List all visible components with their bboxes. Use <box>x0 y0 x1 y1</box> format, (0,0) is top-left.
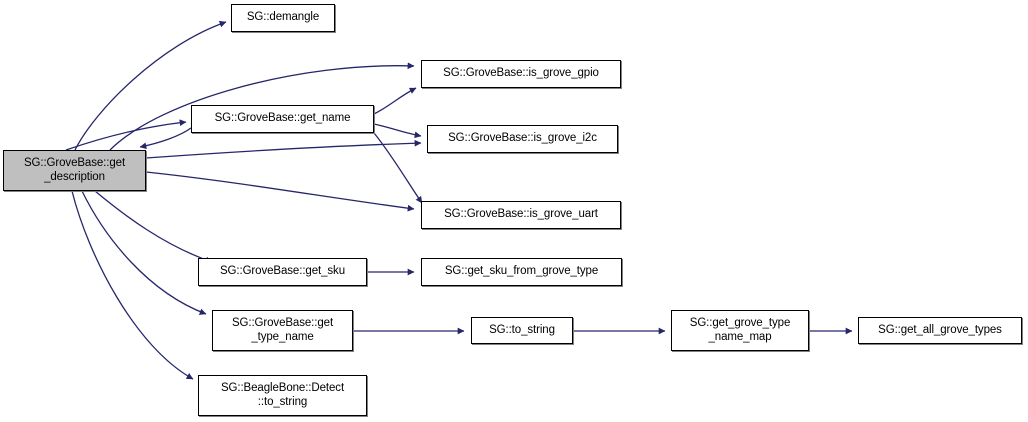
call-edge-get_description-to-is_grove_uart <box>145 171 415 212</box>
call-graph-node-is_grove_gpio[interactable]: SG::GroveBase::is_grove_gpio <box>421 60 621 88</box>
call-edge-get_name-to-is_grove_i2c <box>373 123 422 139</box>
call-edge-get_name-to-is_grove_uart <box>373 132 423 204</box>
call-edge-get_description-to-is_grove_i2c <box>145 139 422 159</box>
call-edge-get_name-to-get_description <box>139 127 192 150</box>
call-graph-node-get_all_grove_types[interactable]: SG::get_all_grove_types <box>858 317 1022 344</box>
call-graph-node-get_type_name[interactable]: SG::GroveBase::get _type_name <box>212 310 353 351</box>
call-edge-get_description-to-get_type_name <box>81 190 207 315</box>
call-graph-node-beaglebone_to_string[interactable]: SG::BeagleBone::Detect ::to_string <box>198 375 367 416</box>
call-graph-node-get_sku_from_grove_type[interactable]: SG::get_sku_from_grove_type <box>421 258 622 286</box>
call-graph-node-is_grove_i2c[interactable]: SG::GroveBase::is_grove_i2c <box>427 125 618 153</box>
call-graph-node-get_grove_type_name_map[interactable]: SG::get_grove_type _name_map <box>671 310 809 351</box>
call-graph-node-to_string[interactable]: SG::to_string <box>471 317 573 344</box>
call-edge-get_name-to-is_grove_gpio <box>373 87 417 115</box>
call-graph-node-get_name[interactable]: SG::GroveBase::get_name <box>191 105 374 133</box>
call-graph-node-get_description: SG::GroveBase::get _description <box>3 150 146 191</box>
call-edge-get_description-to-get_sku <box>94 190 213 264</box>
call-edge-get_description-to-demangle <box>74 20 227 151</box>
call-graph-node-get_sku[interactable]: SG::GroveBase::get_sku <box>198 258 367 286</box>
call-graph-node-demangle[interactable]: SG::demangle <box>231 4 335 32</box>
call-edge-get_description-to-beaglebone_to_string <box>71 190 194 380</box>
call-graph-node-is_grove_uart[interactable]: SG::GroveBase::is_grove_uart <box>421 201 621 229</box>
call-edge-get_description-to-get_name <box>65 119 187 151</box>
